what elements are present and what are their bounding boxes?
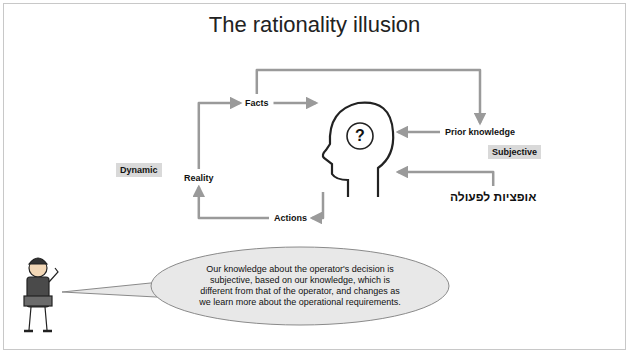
label-node: Actions <box>272 212 309 224</box>
label-node: אופציות לפעולה <box>448 189 538 205</box>
head-icon: ? <box>318 98 396 198</box>
tag-box: Dynamic <box>116 163 162 177</box>
flow-arrow <box>199 103 240 169</box>
node-label: Subjective <box>488 145 541 159</box>
head-outline <box>318 98 396 198</box>
label-node: Reality <box>182 172 216 184</box>
node-label: Reality <box>182 172 216 184</box>
flow-arrow <box>398 172 493 186</box>
presenter-figure <box>24 258 58 331</box>
flow-arrow <box>312 192 323 218</box>
flow-arrow <box>398 131 440 134</box>
node-label: אופציות לפעולה <box>448 189 538 205</box>
label-node: Facts <box>243 97 271 109</box>
flow-arrow <box>274 102 317 105</box>
label-node: Prior knowledge <box>443 126 517 138</box>
node-label: Actions <box>272 212 309 224</box>
flow-arrow <box>199 187 269 218</box>
node-label: Facts <box>243 97 271 109</box>
callout-ellipse: Our knowledge about the operator's decis… <box>150 246 450 326</box>
node-label: Dynamic <box>116 163 162 177</box>
slide-title: The rationality illusion <box>0 12 629 38</box>
callout-text: Our knowledge about the operator's decis… <box>198 264 403 308</box>
tag-box: Subjective <box>488 145 541 159</box>
node-label: Prior knowledge <box>443 126 517 138</box>
question-mark: ? <box>347 127 373 145</box>
